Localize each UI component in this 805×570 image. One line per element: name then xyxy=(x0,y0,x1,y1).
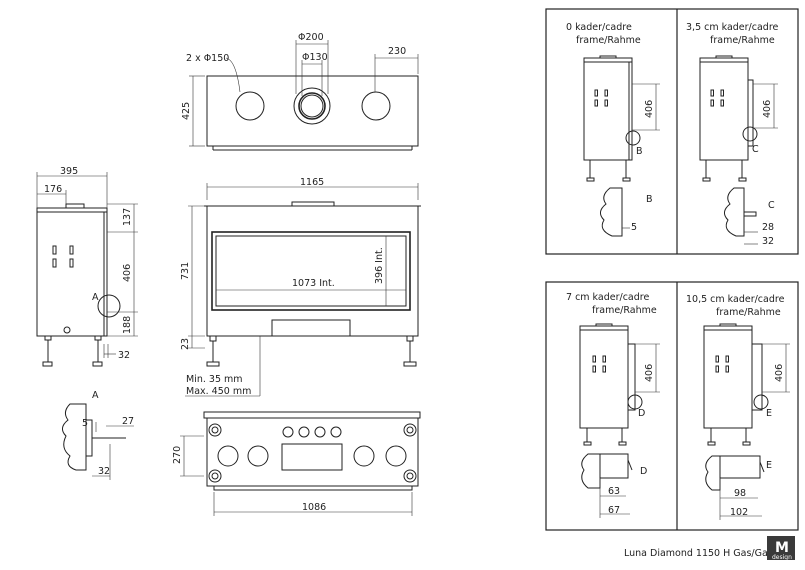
front-view: 1165 731 1073 Int. 396 Int. 23 Min. 35 m… xyxy=(180,177,421,397)
panel-3-d1: 63 xyxy=(608,486,620,497)
detail-a: A 5 27 32 xyxy=(62,390,134,480)
glass-frame xyxy=(211,231,411,311)
side-marker: A xyxy=(92,292,99,303)
side-foot-label: 32 xyxy=(118,350,130,361)
flue-outer-label: Φ200 xyxy=(298,32,324,43)
max-note: Max. 450 mm xyxy=(186,386,251,397)
flue-inner-label: Φ130 xyxy=(302,52,328,63)
glass-window xyxy=(215,235,407,307)
bottom-height-label: 270 xyxy=(172,446,183,464)
inner-width-label: 1073 Int. xyxy=(292,278,335,289)
frame-panels: 0 kader/cadre frame/Rahme 406 B B 5 3,5 … xyxy=(545,8,799,531)
offset-label: 230 xyxy=(388,46,406,57)
side-collar xyxy=(65,203,85,209)
panel-4-marker: E xyxy=(766,408,772,419)
depth-label: 425 xyxy=(181,102,192,120)
panel-3-dim: 406 xyxy=(644,364,655,382)
panel-1-title-1: 0 kader/cadre xyxy=(566,22,632,33)
panel-2-detail-marker: C xyxy=(768,200,775,211)
panel-3-title-1: 7 cm kader/cadre xyxy=(566,292,649,303)
top-view-body xyxy=(206,75,419,147)
panel-frame-105: 10,5 cm kader/cadre frame/Rahme 406 E E … xyxy=(686,294,790,520)
panel-2-title-2: frame/Rahme xyxy=(710,35,775,46)
detail-a-circle xyxy=(97,294,121,318)
panel-3-detail-marker: D xyxy=(640,466,647,477)
panel-frame-35: 3,5 cm kader/cadre frame/Rahme 406 C C 2… xyxy=(686,22,779,247)
detail-a-32: 32 xyxy=(98,466,110,477)
panel-1-title-2: frame/Rahme xyxy=(576,35,641,46)
panel-group-top xyxy=(545,8,799,255)
detail-a-5: 5 xyxy=(82,418,88,429)
side-mid-label: 406 xyxy=(122,264,133,282)
bottom-view: 270 1086 xyxy=(172,411,421,516)
base-label: 23 xyxy=(180,338,191,350)
panel-1-marker: B xyxy=(636,146,643,157)
panel-3-d2: 67 xyxy=(608,505,620,516)
top-hole-right xyxy=(361,91,391,121)
panel-1-detail-marker: B xyxy=(646,194,653,205)
panel-group-bottom xyxy=(545,281,799,531)
panel-2-d1: 28 xyxy=(762,222,774,233)
side-bottom-label: 188 xyxy=(122,316,133,334)
brand-logo: M design xyxy=(767,536,795,561)
top-holes-label: 2 x Φ150 xyxy=(186,53,229,64)
panel-4-d2: 102 xyxy=(730,507,748,518)
side-top-label: 137 xyxy=(122,208,133,226)
drawing-title: Luna Diamond 1150 H Gas/Gaz xyxy=(624,548,773,559)
top-hole-left xyxy=(235,91,265,121)
bottom-width-label: 1086 xyxy=(302,502,326,513)
panel-2-marker: C xyxy=(752,144,759,155)
logo-sub: design xyxy=(772,554,792,561)
side-width-label: 395 xyxy=(60,166,78,177)
panel-4-title-1: 10,5 cm kader/cadre xyxy=(686,294,785,305)
top-view: 2 x Φ150 Φ200 Φ130 230 425 xyxy=(181,32,419,151)
panel-1-d1: 5 xyxy=(631,222,637,233)
detail-a-27: 27 xyxy=(122,416,134,427)
panel-3-marker: D xyxy=(638,408,645,419)
panel-2-title-1: 3,5 cm kader/cadre xyxy=(686,22,779,33)
min-note: Min. 35 mm xyxy=(186,374,243,385)
panel-frame-7: 7 cm kader/cadre frame/Rahme 406 D D 63 xyxy=(566,292,660,518)
side-view-body xyxy=(36,211,108,337)
panel-2-dim: 406 xyxy=(762,100,773,118)
side-collar-label: 176 xyxy=(44,184,62,195)
panel-4-title-2: frame/Rahme xyxy=(716,307,781,318)
front-height-label: 731 xyxy=(180,262,191,280)
detail-a-wall xyxy=(62,403,87,471)
panel-1-dim: 406 xyxy=(644,100,655,118)
panel-4-detail-marker: E xyxy=(766,460,772,471)
logo-letter: M xyxy=(775,540,789,556)
panel-4-d1: 98 xyxy=(734,488,746,499)
panel-3-title-2: frame/Rahme xyxy=(592,305,657,316)
front-view-body xyxy=(206,205,419,337)
flue-outer xyxy=(293,87,331,125)
front-width-label: 1165 xyxy=(300,177,324,188)
panel-frame-0: 0 kader/cadre frame/Rahme 406 B B 5 xyxy=(566,22,660,237)
panel-2-d2: 32 xyxy=(762,236,774,247)
panel-4-dim: 406 xyxy=(774,364,785,382)
side-view: 395 176 137 406 188 32 A xyxy=(36,166,138,367)
control-flap xyxy=(271,319,351,337)
flue-inner xyxy=(298,92,326,120)
inner-height-label: 396 Int. xyxy=(374,247,385,284)
detail-a-marker: A xyxy=(92,390,99,401)
